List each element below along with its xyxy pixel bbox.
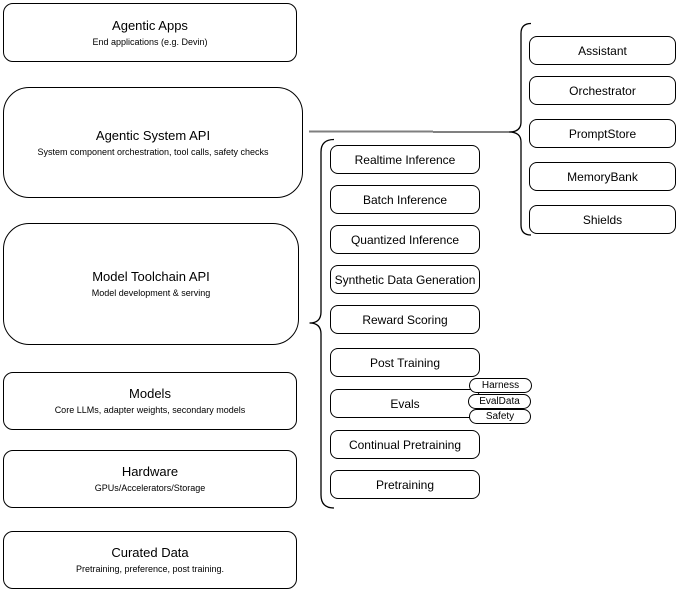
node-assistant: Assistant — [529, 36, 676, 65]
system-components-brace — [508, 22, 532, 236]
node-hardware: Hardware GPUs/Accelerators/Storage — [3, 450, 297, 508]
node-title: Agentic System API — [95, 127, 211, 143]
node-title: Hardware — [121, 464, 179, 479]
tag-evaldata: EvalData — [468, 394, 531, 409]
node-model-toolchain-api: Model Toolchain API Model development & … — [3, 223, 299, 345]
node-evals: Evals — [330, 389, 480, 418]
node-agentic-apps: Agentic Apps End applications (e.g. Devi… — [3, 3, 297, 62]
node-subtitle: Core LLMs, adapter weights, secondary mo… — [54, 405, 246, 415]
node-orchestrator: Orchestrator — [529, 76, 676, 105]
node-post-training: Post Training — [330, 348, 480, 377]
node-batch-inference: Batch Inference — [330, 185, 480, 214]
node-reward-scoring: Reward Scoring — [330, 305, 480, 334]
node-pretraining: Pretraining — [330, 470, 480, 499]
node-subtitle: Pretraining, preference, post training. — [75, 564, 225, 574]
node-synthetic-data-generation: Synthetic Data Generation — [330, 265, 480, 294]
node-realtime-inference: Realtime Inference — [330, 145, 480, 174]
tag-safety: Safety — [469, 409, 531, 424]
node-title: Curated Data — [111, 545, 189, 560]
node-subtitle: GPUs/Accelerators/Storage — [94, 483, 206, 493]
node-promptstore: PromptStore — [529, 119, 676, 148]
node-quantized-inference: Quantized Inference — [330, 225, 480, 254]
node-agentic-system-api: Agentic System API System component orch… — [3, 87, 303, 198]
node-continual-pretraining: Continual Pretraining — [330, 430, 480, 459]
node-memorybank: MemoryBank — [529, 162, 676, 191]
node-title: Models — [129, 386, 171, 401]
node-title: Model Toolchain API — [92, 269, 210, 284]
node-models: Models Core LLMs, adapter weights, secon… — [3, 372, 297, 430]
node-shields: Shields — [529, 205, 676, 234]
node-subtitle: End applications (e.g. Devin) — [92, 36, 208, 47]
tag-harness: Harness — [469, 378, 532, 393]
node-curated-data: Curated Data Pretraining, preference, po… — [3, 531, 297, 589]
node-title: Agentic Apps — [112, 17, 188, 33]
node-subtitle: System component orchestration, tool cal… — [37, 146, 269, 157]
node-subtitle: Model development & serving — [91, 288, 211, 298]
